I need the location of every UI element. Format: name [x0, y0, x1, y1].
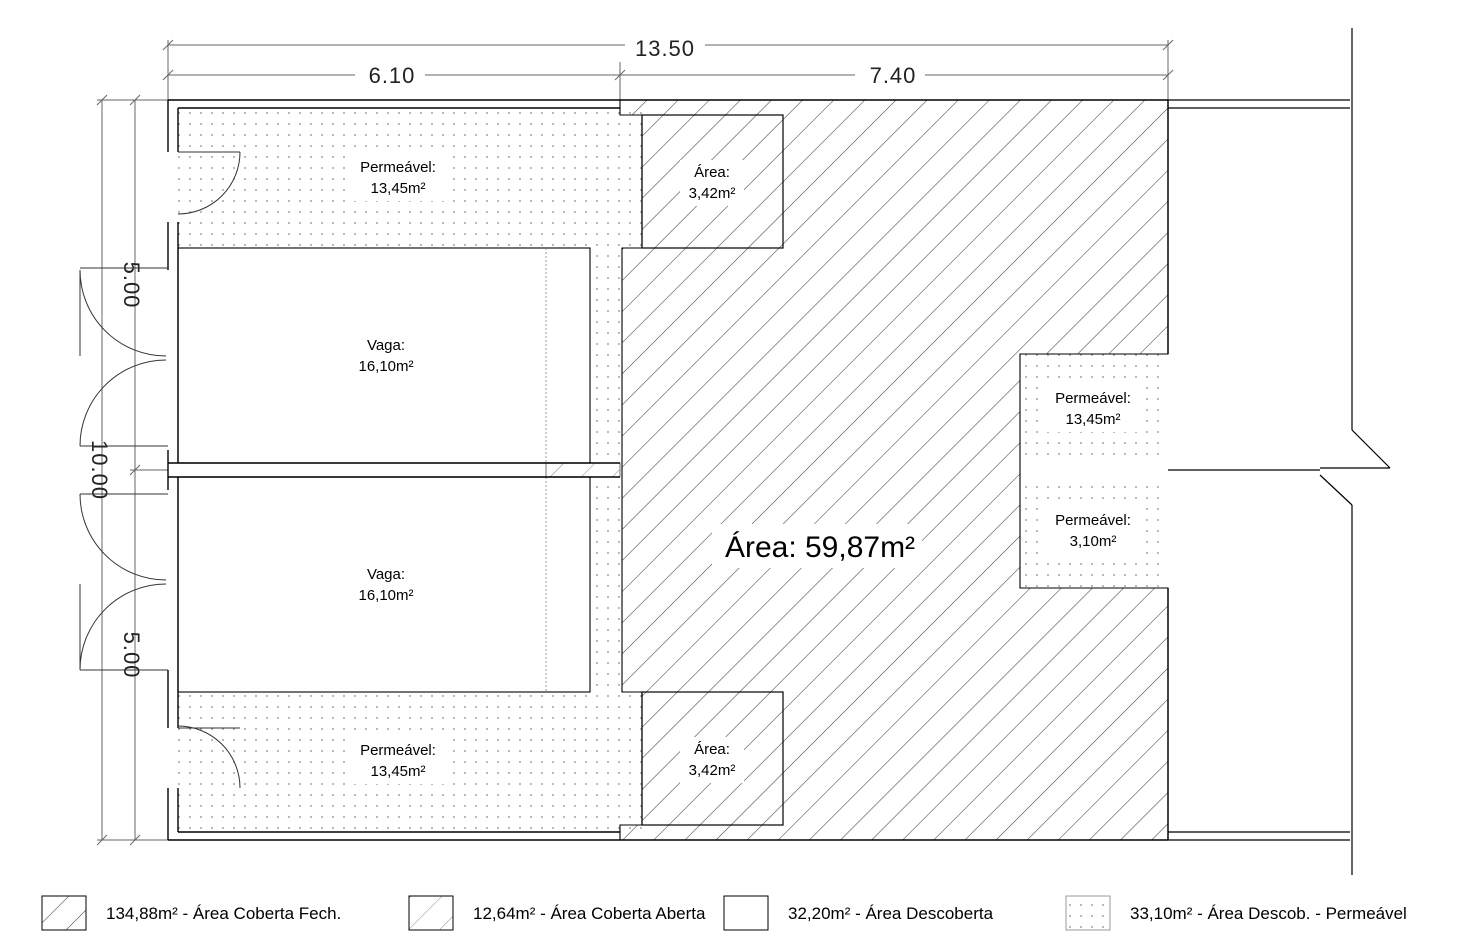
permeavel-bottom-left-value: 13,45m² — [370, 763, 425, 780]
main-area-label: Área: 59,87m² — [725, 531, 915, 564]
permeavel-top-left-value: 13,45m² — [370, 180, 425, 197]
legend-text-covered-open: 12,64m² - Área Coberta Aberta — [473, 904, 706, 923]
vaga-bottom-name: Vaga: — [367, 566, 405, 583]
vaga-top-value: 16,10m² — [358, 358, 413, 375]
legend-item-covered-open: 12,64m² - Área Coberta Aberta — [408, 895, 706, 931]
area-labels: Permeável: 13,45m² Área: 3,42m² Vaga: 16… — [345, 155, 1144, 784]
dim-right-width: 7.40 — [870, 63, 917, 88]
hatched-strip — [545, 462, 621, 478]
vaga-bottom-value: 16,10m² — [358, 587, 413, 604]
legend-swatch-blank — [723, 895, 769, 931]
dim-left-width: 6.10 — [369, 63, 416, 88]
permeavel-right-bottom-name: Permeável: — [1055, 512, 1131, 529]
legend-swatch-hatch-dense — [41, 895, 87, 931]
permeavel-right-top-name: Permeável: — [1055, 390, 1131, 407]
dim-lower-depth: 5.00 — [119, 632, 144, 679]
doors — [79, 151, 241, 789]
left-dimensions — [96, 94, 168, 846]
legend-item-covered-closed: 134,88m² - Área Coberta Fech. — [41, 895, 341, 931]
area-bottom-value: 3,42m² — [689, 762, 736, 779]
vaga-top-name: Vaga: — [367, 337, 405, 354]
dim-total-depth: 10.00 — [87, 440, 112, 500]
parking-spaces — [177, 247, 591, 693]
area-top-name: Área: — [694, 164, 730, 181]
legend: 134,88m² - Área Coberta Fech. 12,64m² - … — [41, 895, 1407, 931]
lot-boundary — [167, 99, 1169, 841]
dim-upper-depth: 5.00 — [119, 262, 144, 309]
legend-item-uncovered: 32,20m² - Área Descoberta — [723, 895, 994, 931]
area-bottom-name: Área: — [694, 741, 730, 758]
legend-text-covered-closed: 134,88m² - Área Coberta Fech. — [106, 904, 341, 923]
legend-swatch-dots — [1065, 895, 1111, 931]
right-boundary — [1168, 28, 1391, 875]
legend-item-permeable: 33,10m² - Área Descob. - Permeável — [1065, 895, 1407, 931]
legend-text-uncovered: 32,20m² - Área Descoberta — [788, 904, 994, 923]
permeavel-right-bottom-value: 3,10m² — [1070, 533, 1117, 550]
area-top-value: 3,42m² — [689, 185, 736, 202]
permeavel-right-top-value: 13,45m² — [1065, 411, 1120, 428]
dim-total-width: 13.50 — [635, 36, 695, 61]
permeavel-top-left-name: Permeável: — [360, 159, 436, 176]
legend-swatch-hatch-light — [408, 895, 454, 931]
legend-text-permeable: 33,10m² - Área Descob. - Permeável — [1130, 904, 1407, 923]
permeavel-bottom-left-name: Permeável: — [360, 742, 436, 759]
